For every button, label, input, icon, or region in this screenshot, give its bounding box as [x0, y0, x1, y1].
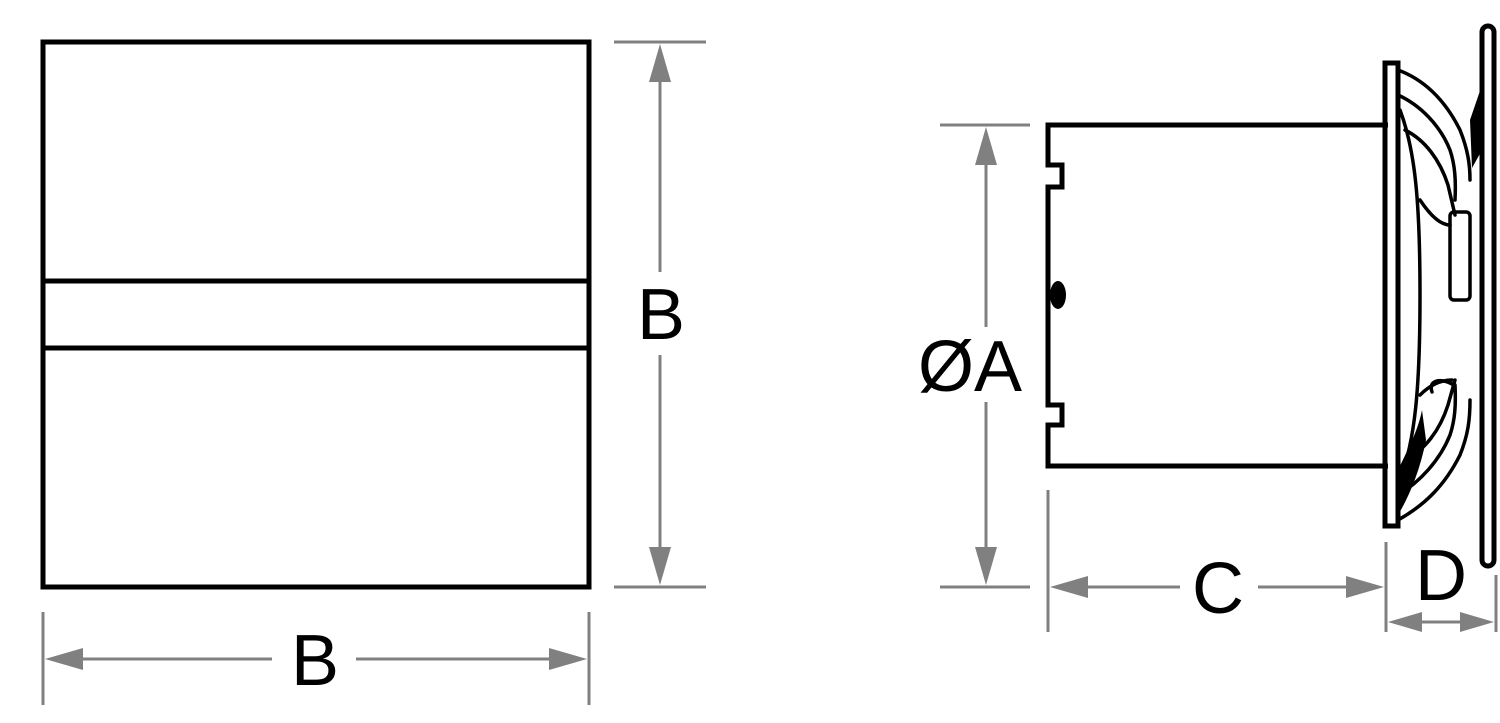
arrowhead-left — [1388, 612, 1422, 632]
dimension-front-height: B — [614, 40, 706, 589]
arrowhead-up — [649, 44, 671, 82]
housing-ring-lower — [1418, 378, 1454, 397]
arrowhead-down — [649, 547, 671, 585]
dimension-cover-depth: D — [1388, 536, 1498, 632]
motor-block — [1448, 210, 1472, 302]
arrowhead-right — [1460, 612, 1494, 632]
housing-inner-lower — [1396, 383, 1458, 497]
front-view — [40, 39, 592, 590]
housing-hook — [1429, 378, 1454, 394]
label-duct-depth: C — [1192, 549, 1244, 629]
dimension-front-width: B — [41, 612, 591, 705]
label-front-height: B — [637, 275, 685, 355]
side-view — [1045, 23, 1497, 569]
front-panel-outline — [40, 39, 592, 590]
housing-upper-detail — [1403, 128, 1457, 217]
label-diameter: ØA — [918, 327, 1022, 407]
arrowhead-left — [1050, 576, 1088, 598]
housing-lower-curve — [1396, 398, 1472, 522]
dimension-duct-depth: C — [1046, 490, 1388, 632]
arrowhead-left — [45, 648, 83, 670]
label-cover-depth: D — [1415, 536, 1467, 616]
arrowhead-down — [975, 547, 997, 585]
housing-shadow-top — [1470, 85, 1482, 168]
arrowhead-right — [549, 648, 587, 670]
front-cover-plate — [1479, 23, 1497, 569]
duct-clip — [1050, 281, 1066, 309]
housing-shadow-bottom — [1398, 410, 1426, 515]
label-front-width: B — [291, 621, 339, 701]
housing-inner-upper — [1396, 93, 1458, 202]
arrowhead-up — [975, 127, 997, 165]
duct-body-outline — [1045, 122, 1388, 469]
arrowhead-right — [1346, 576, 1384, 598]
housing-upper-curve — [1396, 68, 1472, 182]
housing-ring-upper — [1418, 198, 1452, 227]
dimension-diameter: ØA — [918, 123, 1030, 589]
mounting-flange — [1382, 60, 1401, 529]
housing-body-left — [1398, 108, 1422, 482]
